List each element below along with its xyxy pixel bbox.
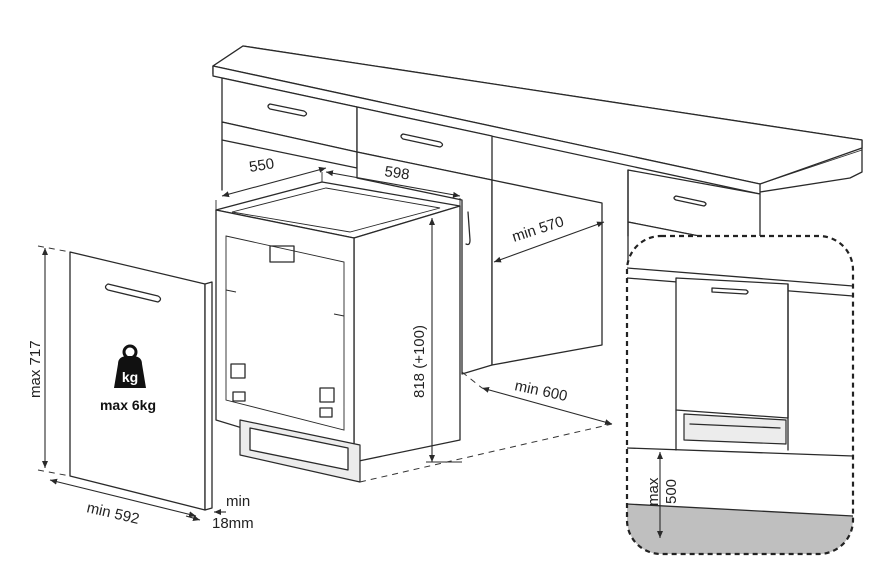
panel-height-dimension <box>37 245 71 477</box>
panel-thickness-label-line2: 18mm <box>212 515 254 532</box>
plinth-detail-inset <box>625 234 855 556</box>
kitchen-countertop <box>212 45 863 195</box>
panel-thickness-label-line1: min <box>226 493 250 510</box>
panel-width-dimension <box>49 478 197 518</box>
weight-label: max 6kg <box>100 397 156 413</box>
panel-width-label: min 592 <box>85 499 141 528</box>
width-label: 598 <box>383 163 410 183</box>
floor-depth-dimension <box>359 371 613 483</box>
cabinet-depth-dimension <box>493 221 605 263</box>
floor-depth-label: min 600 <box>513 377 569 405</box>
width-dimension <box>325 170 461 206</box>
depth-label: 550 <box>248 155 275 176</box>
height-dimension <box>426 218 462 463</box>
depth-dimension <box>215 166 327 210</box>
weight-unit-label: kg <box>122 369 138 385</box>
weight-icon: kg <box>114 344 146 388</box>
plinth-label-line2: 500 <box>663 479 680 504</box>
panel-height-label: max 717 <box>27 340 44 398</box>
plinth-label-line1: max <box>645 477 662 506</box>
height-label: 818 (+100) <box>411 325 428 398</box>
panel-thickness-dimension <box>185 509 226 521</box>
